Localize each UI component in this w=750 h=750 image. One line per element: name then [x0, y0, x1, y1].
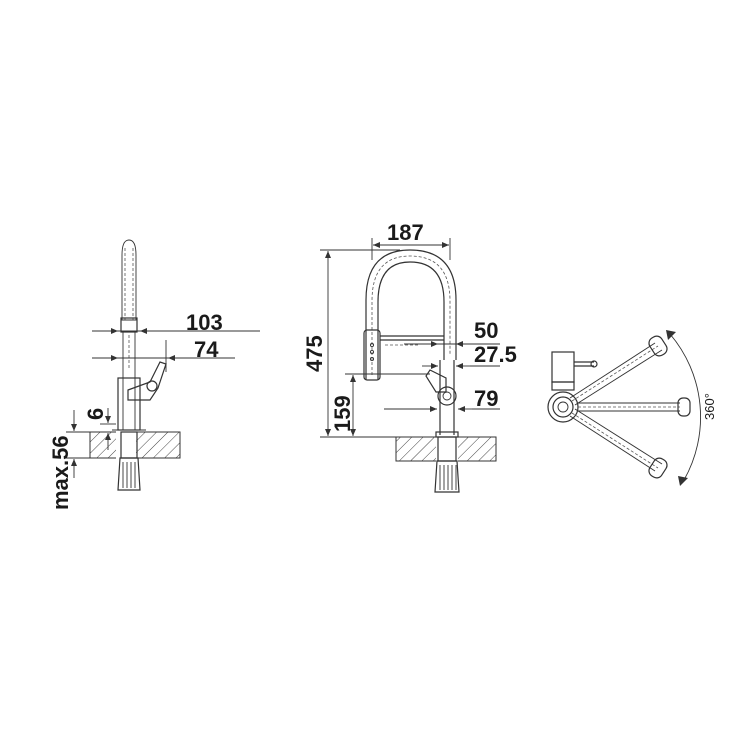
- side-body: [112, 332, 146, 431]
- dim-label-79: 79: [474, 386, 498, 411]
- side-dim-103: 103: [92, 310, 260, 335]
- rotation-label: 360°: [702, 393, 717, 420]
- side-dim-74: 74: [92, 337, 235, 372]
- front-dim-187: 187: [371, 220, 451, 260]
- dim-label-27-5: 27.5: [474, 342, 517, 367]
- front-arched-spout: [363, 249, 457, 381]
- side-spout: [120, 239, 138, 333]
- dim-label-187: 187: [387, 220, 424, 245]
- side-dim-6: 6: [83, 408, 116, 450]
- top-body: [547, 351, 598, 423]
- dim-label-6: 6: [83, 408, 108, 420]
- front-body: [435, 360, 459, 438]
- dim-label-159: 159: [330, 395, 355, 432]
- dim-label-50: 50: [474, 318, 498, 343]
- front-lever: [425, 369, 457, 406]
- side-view: 103 74 6 max.56: [48, 239, 260, 510]
- front-view: 187 475 159 50: [302, 220, 517, 493]
- dim-label-103: 103: [186, 310, 223, 335]
- dim-label-max56: max.56: [48, 435, 73, 510]
- front-dim-27-5: 27.5: [422, 342, 517, 369]
- front-dim-475: 475: [302, 249, 400, 438]
- side-lever: [127, 361, 167, 401]
- side-shank: [117, 431, 141, 491]
- top-rotation-arc: 360°: [666, 330, 717, 486]
- front-dim-50: 50: [404, 318, 500, 347]
- top-view: 360°: [547, 330, 717, 486]
- front-shank: [434, 436, 460, 493]
- side-dim-max56: max.56: [48, 410, 90, 510]
- top-spout-positions: [569, 335, 691, 479]
- front-dim-159: 159: [330, 373, 430, 436]
- dim-label-74: 74: [194, 337, 219, 362]
- dim-label-475: 475: [302, 335, 327, 372]
- front-dim-79: 79: [384, 386, 500, 412]
